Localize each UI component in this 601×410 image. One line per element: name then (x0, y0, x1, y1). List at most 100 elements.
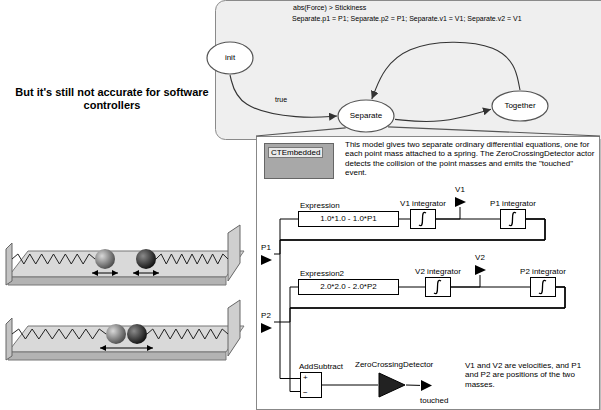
actor-name: P1 integrator (490, 199, 536, 208)
integral-sign (434, 280, 441, 293)
transition-arrow (372, 42, 520, 99)
tray-floor (8, 251, 244, 277)
io-port: P2 (258, 311, 274, 333)
expression-text: 1.0*1.0 - 1.0*P1 (299, 214, 398, 223)
embedded-model-panel: This model gives two separate ordinary d… (256, 136, 600, 410)
port-name: V2 (468, 253, 492, 262)
state-circle: Separate (337, 99, 395, 133)
state-ellipse (207, 42, 253, 74)
port-name: V1 (448, 185, 472, 194)
io-port: touched (420, 377, 454, 405)
integrator-actor: V1 integrator (410, 209, 436, 229)
tray-floor (8, 326, 244, 352)
integrator-actor: V2 integrator (425, 277, 451, 297)
integrator-actor: P2 integrator (530, 277, 556, 297)
integral-sign (419, 212, 426, 225)
director-box: CTEmbedded (264, 143, 334, 179)
signal-wire (451, 275, 480, 287)
mass-ball (127, 324, 147, 344)
port-triangle (455, 197, 466, 207)
port-triangle (261, 323, 272, 333)
state-ellipse (338, 100, 394, 132)
guard-label: abs(Force) > Stickiness (292, 4, 367, 12)
spring-group (12, 254, 228, 264)
actor-name: V1 integrator (400, 199, 446, 208)
embedded-panel-ground (257, 137, 600, 410)
director-name: CTEmbedded (268, 147, 323, 158)
spring (12, 254, 95, 264)
actor-name: P2 integrator (520, 267, 566, 276)
signal-wire (322, 385, 378, 386)
integral-sign (539, 280, 546, 293)
action-text: Separate.p1 = P1; Separate.p2 = P1; Sepa… (292, 15, 522, 23)
tray-wall (228, 225, 240, 281)
actor-name: AddSubtract (299, 362, 343, 371)
state-circle: Together (491, 90, 549, 122)
integral-sign (509, 212, 516, 225)
description-text: This model gives two separate ordinary d… (345, 140, 597, 178)
state-name: Separate (337, 111, 395, 120)
integral-icon (501, 210, 525, 228)
note-text: V1 and V2 are velocities, and P1 and P2 … (465, 361, 595, 389)
detector-triangle (379, 373, 405, 397)
tray-wall (6, 318, 12, 360)
state-name: Together (491, 101, 549, 110)
refinement-line (256, 128, 346, 136)
actor-name: V2 integrator (415, 267, 461, 276)
spring-mass-illustration (6, 225, 244, 285)
motion-arrow (92, 273, 118, 274)
motion-arrow (133, 273, 159, 274)
actor-name: Expression2 (300, 269, 344, 278)
io-port: P1 (258, 243, 274, 265)
guard-label: true (274, 96, 288, 104)
tray-front (8, 277, 226, 285)
integral-icon (411, 210, 435, 228)
port-triangle (261, 255, 272, 265)
integral-icon (531, 278, 555, 296)
transition-arrow (230, 75, 337, 117)
detector-icon (378, 372, 406, 398)
integrator-actor: P1 integrator (500, 209, 526, 229)
integral-icon (426, 278, 450, 296)
motion-arrow (100, 348, 153, 349)
expression-actor: Expression22.0*2.0 - 2.0*P2 (298, 279, 399, 295)
tray-front (8, 352, 226, 360)
slide-comment: But it's still not accurate for software… (14, 86, 210, 112)
port-name: P1 (254, 243, 278, 252)
spring (12, 329, 106, 339)
transition-arrow (395, 109, 491, 121)
spring (147, 329, 228, 339)
mass-ball (95, 249, 115, 269)
spring-mass-illustration (6, 300, 244, 360)
refinement-line (388, 127, 600, 136)
actor-name: Expression (300, 201, 340, 210)
spring (156, 254, 228, 264)
signal-wire (399, 287, 425, 288)
zero-crossing-detector: ZeroCrossingDetector (378, 372, 406, 398)
signal-wire (399, 219, 410, 220)
mass-ball (136, 249, 156, 269)
port-triangle (421, 380, 432, 391)
signal-wire (436, 207, 460, 219)
port-triangle (475, 265, 486, 275)
io-port: V2 (472, 253, 488, 275)
tray-wall (228, 300, 240, 356)
tray-wall (6, 243, 12, 285)
state-ellipse (492, 91, 548, 121)
state-circle: init (206, 41, 254, 75)
expression-actor: Expression1.0*1.0 - 1.0*P1 (298, 211, 399, 227)
expression-text: 2.0*2.0 - 2.0*P2 (299, 282, 398, 291)
signal-wire (280, 219, 545, 379)
io-port: V1 (452, 185, 468, 207)
add-subtract-actor: AddSubtract+− (300, 372, 322, 398)
actor-name: ZeroCrossingDetector (355, 360, 433, 369)
port-name: P2 (254, 311, 278, 320)
mass-ball (106, 324, 126, 344)
port-sign: − (303, 388, 308, 397)
state-name: init (206, 53, 254, 62)
port-sign: + (303, 373, 308, 382)
port-name: touched (420, 396, 448, 405)
